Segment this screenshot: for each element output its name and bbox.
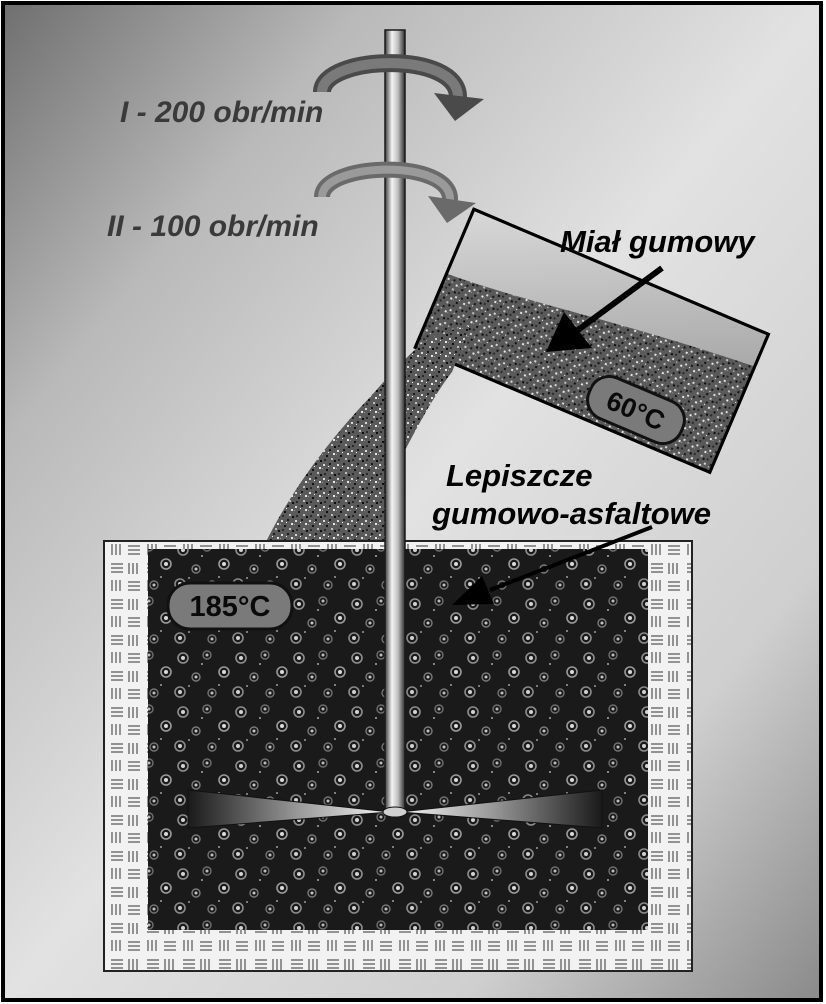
rubber-label: Miał gumowy [560, 224, 756, 259]
rubber-temperature-badge [586, 374, 686, 446]
impeller-hub [382, 806, 408, 818]
rotation-arrow-icon [314, 161, 476, 223]
speed-high-label: I - 200 obr/min [120, 96, 323, 129]
impeller-blade-right [399, 789, 603, 829]
binder-temperature: 185°C [190, 591, 271, 623]
stirrer-shaft [384, 29, 406, 816]
binder-temperature-badge [166, 581, 294, 631]
binder-label-line2: gumowo-asfaltowe [431, 496, 711, 531]
rotation-arrow-icon [313, 54, 484, 121]
rubber-pointer-arrow-icon [546, 265, 664, 352]
rubber-crumb-stream [262, 326, 470, 550]
impeller-blade-left [187, 789, 391, 829]
binder-pointer-arrow-icon [452, 525, 653, 605]
speed-low-label: II - 100 obr/min [107, 210, 319, 243]
binder-label-line1: Lepiszcze [446, 458, 592, 493]
